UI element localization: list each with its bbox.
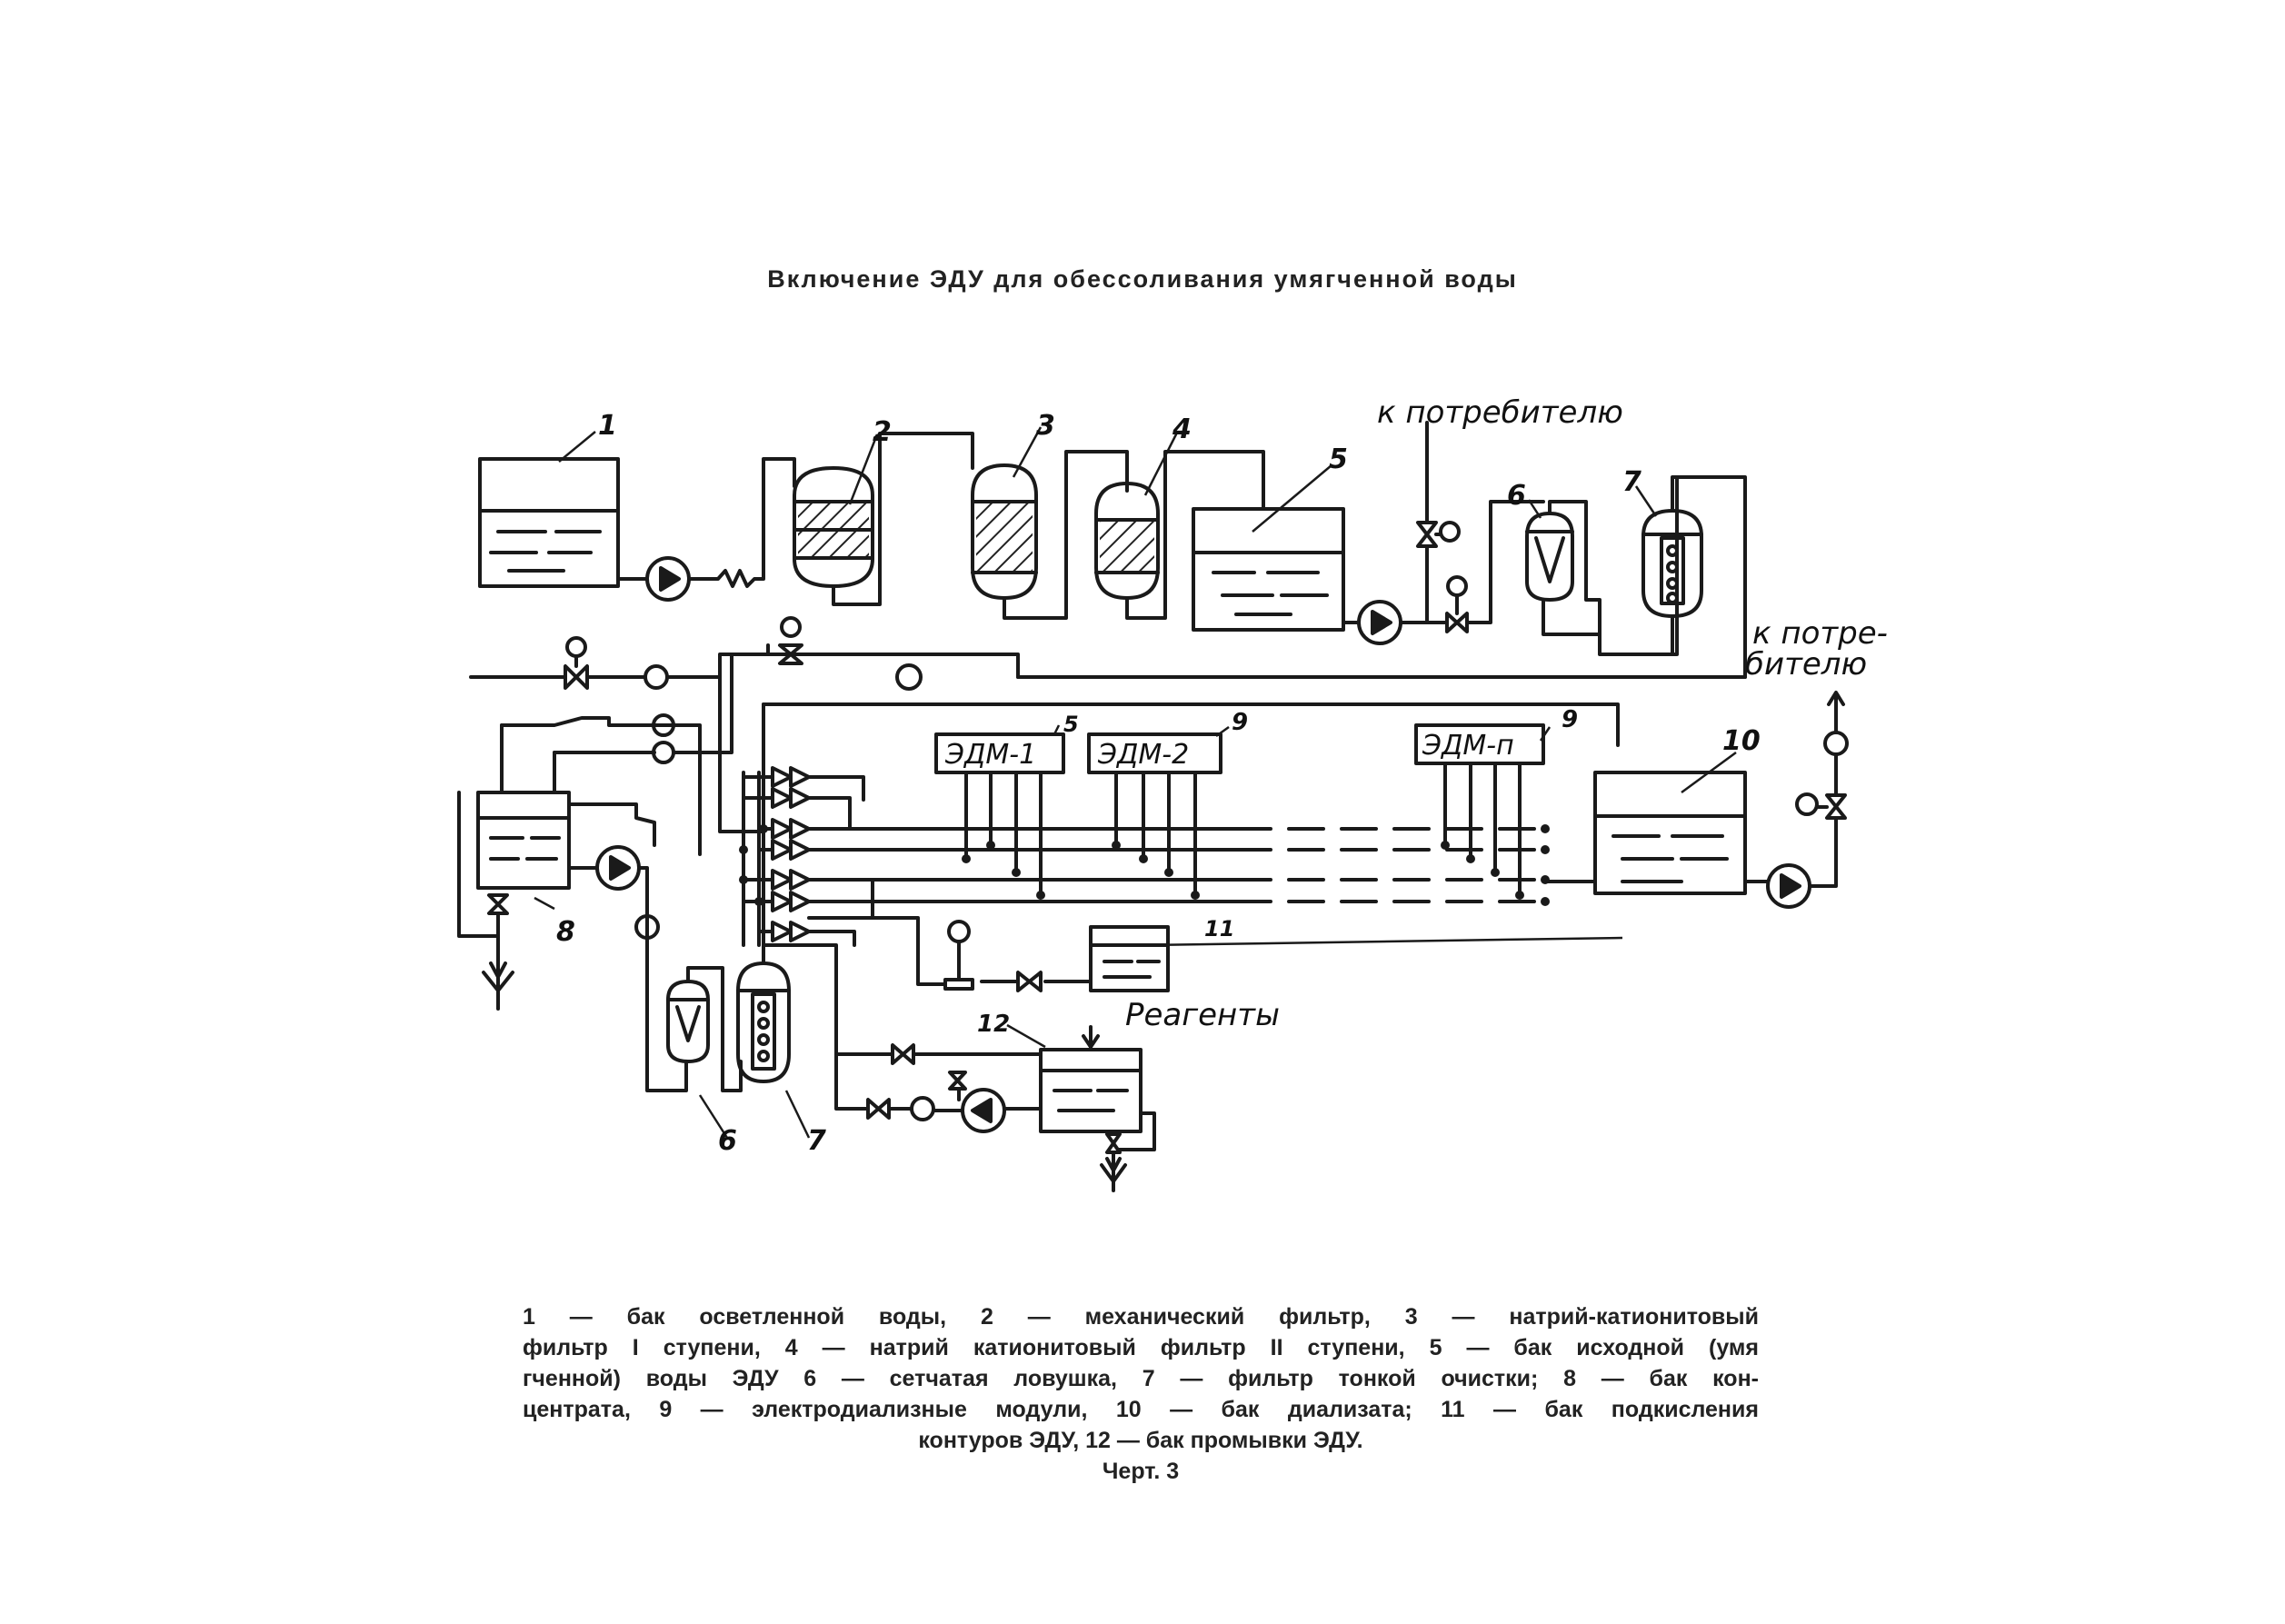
legend-caption: 1 — бак осветленной воды, 2 — механическ… — [523, 1301, 1759, 1487]
caption-line-3: гченной) воды ЭДУ 6 — сетчатая ловушка, … — [523, 1366, 1759, 1391]
module-label-edm-2: ЭДМ-2 — [1097, 739, 1189, 771]
module-label-edm-1: ЭДМ-1 — [944, 739, 1036, 771]
label-to-consumer-top: к потребителю — [1377, 394, 1623, 431]
edm-module-1 — [934, 732, 1065, 774]
filter-6-mesh-trap-lower — [666, 980, 710, 1063]
tank-1-clarified-water — [478, 457, 620, 588]
caption-line-4: центрата, 9 — электродиализные модули, 1… — [523, 1397, 1759, 1422]
tank-10-dialysate — [1593, 771, 1747, 895]
label-to-consumer-right-2: бителю — [1745, 646, 1867, 682]
edm-module-2 — [1087, 732, 1222, 774]
filter-3-sodium-cation-stage-1 — [971, 463, 1038, 600]
label-8: 8 — [556, 916, 575, 948]
tank-5-softened-water — [1192, 507, 1345, 632]
label-9-module-2: 9 — [1232, 709, 1248, 736]
label-10: 10 — [1722, 725, 1761, 757]
label-3: 3 — [1036, 410, 1055, 442]
caption-line-5: контуров ЭДУ, 12 — бак промывки ЭДУ. — [918, 1428, 1363, 1453]
tank-12-flushing — [1039, 1048, 1142, 1133]
label-9-module-1: 5 — [1063, 712, 1079, 737]
filter-2-mechanical — [793, 466, 874, 588]
valve-manifold — [771, 766, 811, 942]
filter-4-sodium-cation-stage-2 — [1094, 482, 1160, 600]
label-4: 4 — [1172, 413, 1192, 445]
label-5: 5 — [1329, 443, 1348, 475]
caption-line-2: фильтр I ступени, 4 — натрий катионитовы… — [523, 1335, 1759, 1360]
label-reagents: Реагенты — [1125, 997, 1280, 1033]
tank-11-acidification — [1089, 925, 1170, 992]
pump-icon — [961, 1088, 1006, 1133]
label-11: 11 — [1204, 916, 1234, 942]
label-2: 2 — [873, 416, 892, 448]
label-6-lower: 6 — [718, 1125, 737, 1157]
label-6: 6 — [1507, 480, 1526, 512]
edm-module-n — [1414, 723, 1545, 765]
tank-8-concentrate — [476, 791, 571, 890]
filter-7-fine-cleaning — [1641, 509, 1703, 618]
pump-icon — [1766, 863, 1811, 909]
filter-7-fine-cleaning-lower — [736, 961, 791, 1083]
label-9-module-n: 9 — [1562, 706, 1578, 733]
figure-number: Черт. 3 — [1102, 1459, 1180, 1484]
diagram-title: Включение ЭДУ для обессоливания умягченн… — [767, 265, 1518, 293]
label-1: 1 — [598, 410, 617, 442]
pump-icon — [1357, 600, 1402, 645]
caption-line-1: 1 — бак осветленной воды, 2 — механическ… — [523, 1304, 1759, 1330]
pump-icon — [595, 845, 641, 891]
label-7: 7 — [1622, 466, 1641, 498]
label-12: 12 — [977, 1011, 1010, 1038]
label-7-lower: 7 — [807, 1125, 826, 1157]
filter-6-mesh-trap — [1525, 512, 1574, 602]
pump-icon — [645, 556, 691, 602]
module-label-edm-n: ЭДМ-п — [1422, 730, 1514, 762]
label-to-consumer-right-1: к потре- — [1752, 615, 1888, 652]
